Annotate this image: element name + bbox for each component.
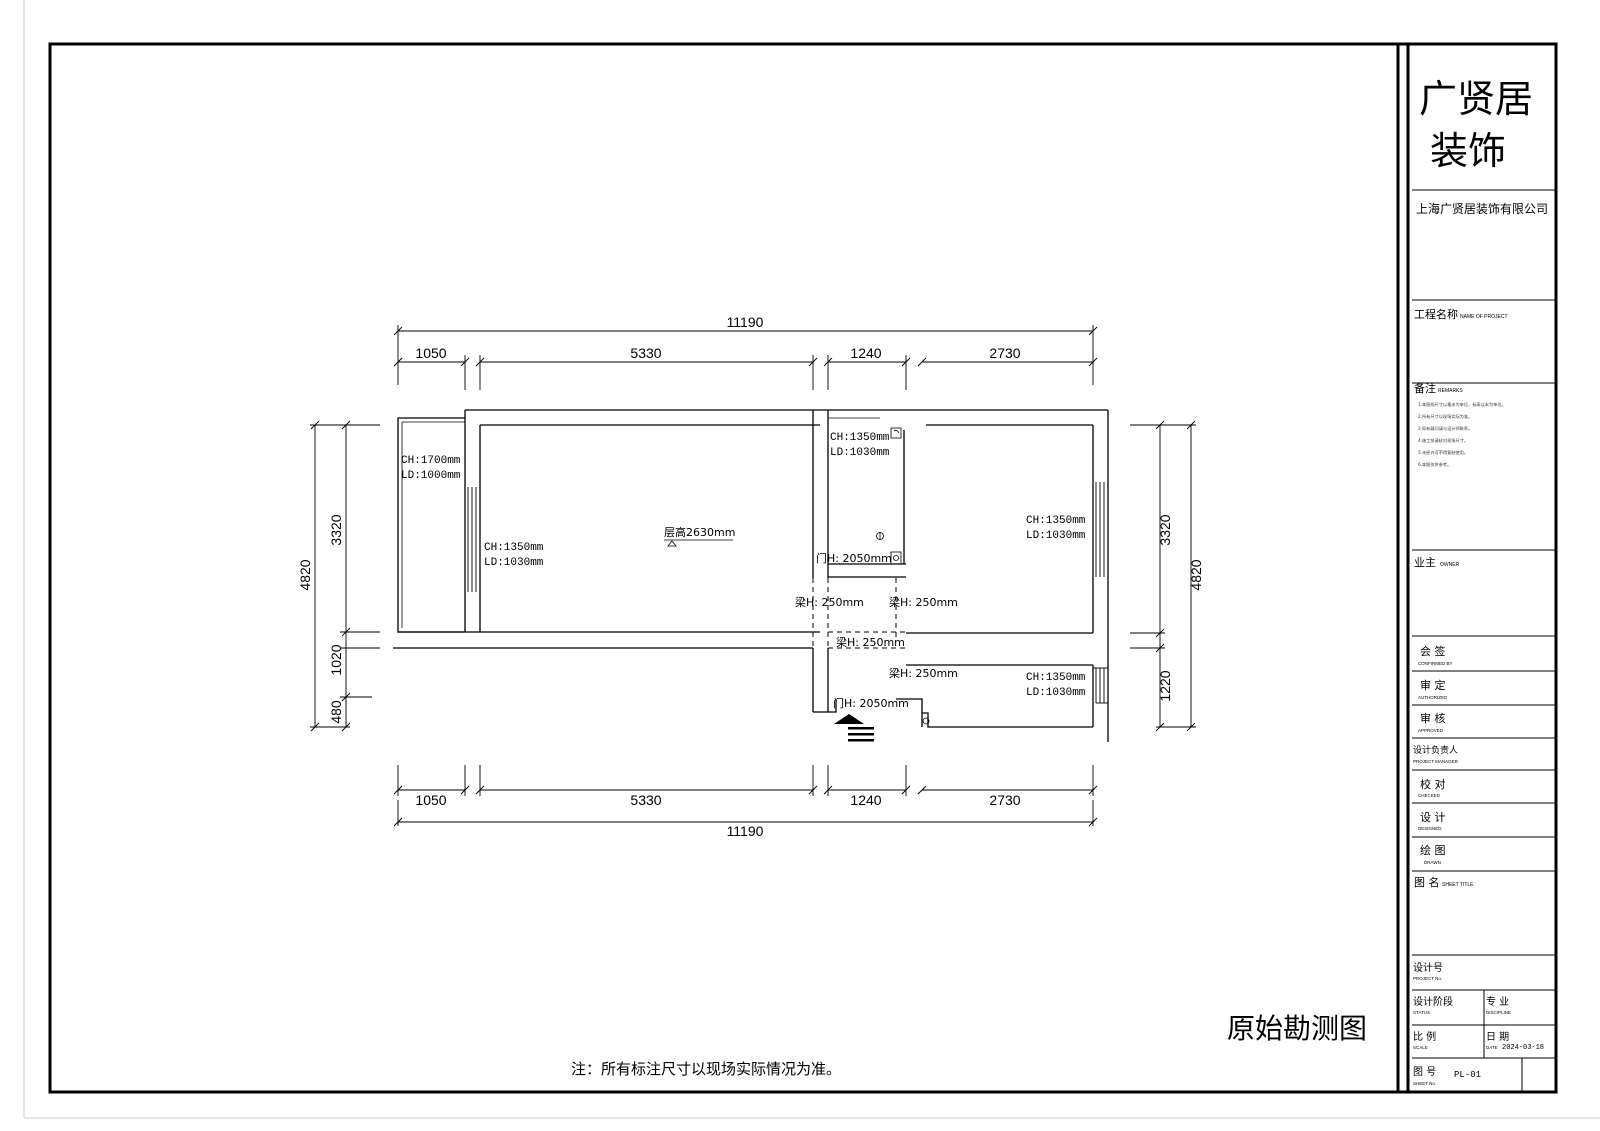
dimension-lines: [310, 325, 1196, 827]
remarks-label: 备注: [1414, 381, 1436, 395]
title-block-lines: [1412, 189, 1556, 1092]
entrance-arrow-icon: [834, 714, 874, 742]
dim-total-bottom: 11190: [727, 823, 764, 839]
window-ch: CH:1700mm: [401, 455, 461, 467]
dim-top-3: 1240: [850, 345, 881, 361]
dim-left-2: 1020: [328, 644, 344, 675]
window-ch: CH:1350mm: [1026, 672, 1086, 684]
window-ld: LD:1030mm: [1026, 530, 1086, 542]
authorized-label: 审 定: [1420, 678, 1446, 692]
date-en: DATE: [1486, 1045, 1498, 1050]
beam-label: 梁H: 250mm: [795, 595, 864, 609]
drawn-label: 绘 图: [1420, 843, 1446, 857]
approved-label: 审 核: [1420, 711, 1446, 725]
status-label: 设计阶段: [1413, 995, 1453, 1008]
dim-top-1: 1050: [415, 345, 446, 361]
fixtures: [876, 427, 930, 725]
authorized-en: AUTHORIZED: [1418, 695, 1448, 700]
project-name-label: 工程名称: [1414, 307, 1458, 321]
door-label: 门H: 2050mm: [816, 551, 892, 565]
remarks-line: 4.施工前请核对现场尺寸。: [1418, 437, 1468, 444]
company-logo-line2: 装饰: [1430, 129, 1506, 173]
sheet-title-en: SHEET TITLE: [1442, 882, 1474, 888]
window-ld: LD:1030mm: [1026, 687, 1086, 699]
window-markers: [467, 482, 1108, 704]
dim-right-2: 1220: [1157, 670, 1173, 701]
remarks-line: 2.所有尺寸以现场实际为准。: [1418, 413, 1472, 420]
floor-plan-walls: [393, 409, 1109, 742]
remarks-line: 5.未经许可不得复制使用。: [1418, 449, 1468, 456]
dashed-lines: [464, 578, 906, 649]
discipline-en: DISCIPLINE: [1486, 1010, 1511, 1015]
remarks-line: 1.本图纸尺寸以毫米为单位，标高以米为单位。: [1418, 401, 1506, 408]
owner-label: 业主: [1414, 556, 1436, 569]
dim-total-right: 4820: [1188, 559, 1204, 590]
dim-top-2: 5330: [630, 345, 661, 361]
dim-right-1: 3320: [1157, 514, 1173, 545]
window-ch: CH:1350mm: [484, 542, 544, 554]
dim-left-1: 3320: [328, 514, 344, 545]
dim-bottom-1: 1050: [415, 792, 446, 808]
company-name: 上海广贤居装饰有限公司: [1416, 201, 1548, 216]
drawn-en: DRAWN: [1424, 860, 1441, 865]
designed-label: 设 计: [1420, 811, 1446, 824]
date-value: 2024-03-18: [1502, 1044, 1544, 1052]
ceiling-height: 层高2630mm: [664, 525, 735, 539]
beam-label: 梁H: 250mm: [889, 595, 958, 609]
drawing-title: 原始勘测图: [1227, 1012, 1367, 1045]
dim-bottom-4: 2730: [989, 792, 1020, 808]
remarks-line: 6.本图仅供参考。: [1418, 461, 1451, 468]
confirmed-en: CONFIRMED BY: [1418, 661, 1453, 666]
confirmed-label: 会 签: [1420, 644, 1446, 658]
annotations: CH:1700mm LD:1000mm CH:1350mm LD:1030mm …: [401, 432, 1086, 699]
dim-left-3: 480: [328, 700, 344, 724]
approved-en: APPROVED: [1418, 728, 1444, 733]
company-logo-line1: 广贤居: [1419, 77, 1533, 121]
beam-label: 梁H: 250mm: [889, 666, 958, 680]
door-label: 门H: 2050mm: [833, 696, 909, 710]
drawing-frame: [48, 42, 1558, 1094]
door-beam-labels: 层高2630mm 门H: 2050mm 门H: 2050mm 梁H: 250mm…: [664, 525, 958, 710]
checked-en: CHECKED: [1418, 793, 1441, 798]
sheet-no-value: PL-01: [1454, 1070, 1481, 1080]
dimension-texts: 11190 1050 5330 1240 2730 1050 5330 1240…: [297, 314, 1204, 839]
dim-top-4: 2730: [989, 345, 1020, 361]
project-no-en: PROJECT No.: [1413, 976, 1442, 981]
window-ld: LD:1030mm: [484, 557, 544, 569]
window-ch: CH:1350mm: [1026, 515, 1086, 527]
owner-en: OWNER: [1440, 562, 1460, 568]
discipline-label: 专 业: [1486, 995, 1509, 1008]
remarks-line: 3.如有疑问请与设计师联系。: [1418, 425, 1472, 432]
status-en: STATUS: [1413, 1010, 1430, 1015]
window-ch: CH:1350mm: [830, 432, 890, 444]
beam-label: 梁H: 250mm: [836, 635, 905, 649]
scale-label: 比 例: [1413, 1030, 1436, 1043]
date-label: 日 期: [1486, 1031, 1509, 1043]
dim-total-top: 11190: [727, 314, 764, 330]
dim-total-left: 4820: [297, 559, 313, 590]
sheet-no-en: SHEET No.: [1413, 1081, 1436, 1086]
dim-bottom-3: 1240: [850, 792, 881, 808]
project-name-en: NAME OF PROJECT: [1460, 314, 1508, 320]
pm-en: PROJECT MANAGER: [1413, 759, 1459, 764]
pm-label: 设计负责人: [1413, 744, 1458, 756]
dim-bottom-2: 5330: [630, 792, 661, 808]
scale-en: SCALE: [1413, 1045, 1428, 1050]
sheet-title-label: 图 名: [1414, 875, 1440, 889]
project-no-label: 设计号: [1413, 961, 1443, 974]
checked-label: 校 对: [1420, 777, 1446, 791]
window-ld: LD:1030mm: [830, 447, 890, 459]
designed-en: DESIGNED: [1418, 826, 1442, 831]
drawing-note: 注：所有标注尺寸以现场实际情况为准。: [571, 1060, 841, 1078]
remarks-lines: 1.本图纸尺寸以毫米为单位，标高以米为单位。 2.所有尺寸以现场实际为准。 3.…: [1418, 401, 1506, 468]
remarks-en: REMARKS: [1438, 388, 1463, 394]
sheet-no-label: 图 号: [1413, 1066, 1436, 1078]
window-ld: LD:1000mm: [401, 470, 461, 482]
